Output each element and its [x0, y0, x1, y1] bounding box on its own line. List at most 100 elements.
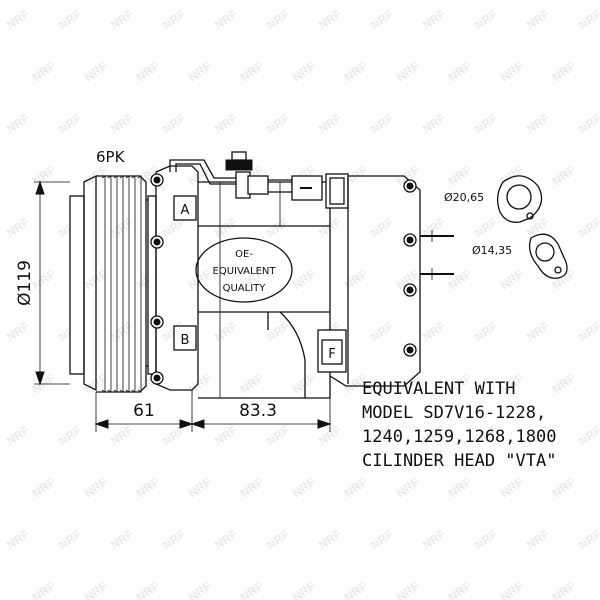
- watermark-text: NRF: [550, 371, 578, 397]
- watermark-text: NRF: [420, 7, 448, 33]
- oe-quality-stamp: OE- EQUIVALENT QUALITY: [195, 237, 293, 303]
- watermark-text: NRF: [550, 579, 578, 600]
- watermark-text: NRF: [394, 579, 422, 600]
- watermark-text: NRF: [264, 527, 292, 553]
- watermark-text: NRF: [498, 579, 526, 600]
- watermark-text: NRF: [446, 579, 474, 600]
- bolt-icon: [150, 371, 164, 385]
- pulley-diameter-label: Ø119: [15, 260, 35, 306]
- watermark-text: NRF: [186, 579, 214, 600]
- port-f-label: F: [328, 347, 335, 362]
- bolt-icon: [403, 179, 417, 193]
- watermark-text: NRF: [576, 215, 600, 241]
- watermark-text: NRF: [4, 7, 32, 33]
- bolt-icon: [150, 235, 164, 249]
- watermark-text: NRF: [290, 371, 318, 397]
- bolt-icon: [403, 283, 417, 297]
- watermark-text: NRF: [550, 475, 578, 501]
- compressor-rear-head: [325, 173, 454, 387]
- watermark-text: NRF: [576, 423, 600, 449]
- dim-pulley-label: 61: [133, 401, 155, 421]
- watermark-text: NRF: [524, 527, 552, 553]
- watermark-text: NRF: [550, 163, 578, 189]
- watermark-text: NRF: [4, 215, 32, 241]
- watermark-text: NRF: [446, 59, 474, 85]
- watermark-text: NRF: [30, 59, 58, 85]
- watermark-text: NRF: [368, 319, 396, 345]
- watermark-text: NRF: [212, 423, 240, 449]
- watermark-text: NRF: [576, 7, 600, 33]
- watermark-text: NRF: [368, 7, 396, 33]
- watermark-text: NRF: [160, 111, 188, 137]
- watermark-text: NRF: [264, 423, 292, 449]
- watermark-text: NRF: [498, 267, 526, 293]
- watermark-text: NRF: [212, 111, 240, 137]
- bolt-icon: [150, 173, 164, 187]
- watermark-text: NRF: [108, 215, 136, 241]
- watermark-text: NRF: [212, 527, 240, 553]
- port-a-label: A: [181, 203, 190, 218]
- port-small-dim: Ø14,35: [472, 244, 512, 257]
- watermark-text: NRF: [316, 111, 344, 137]
- watermark-text: NRF: [316, 7, 344, 33]
- watermark-text: NRF: [498, 59, 526, 85]
- stamp-line3: QUALITY: [223, 283, 267, 294]
- watermark-text: NRF: [524, 319, 552, 345]
- watermark-text: NRF: [212, 215, 240, 241]
- watermark-text: NRF: [82, 579, 110, 600]
- watermark-text: NRF: [238, 59, 266, 85]
- watermark-text: NRF: [368, 215, 396, 241]
- watermark-text: NRF: [160, 7, 188, 33]
- watermark-text: NRF: [472, 111, 500, 137]
- watermark-text: NRF: [4, 527, 32, 553]
- watermark-text: NRF: [134, 475, 162, 501]
- stamp-line1: OE-: [235, 249, 253, 260]
- note-line-1: EQUIVALENT WITH: [362, 379, 516, 399]
- watermark-text: NRF: [368, 527, 396, 553]
- bolt-icon: [403, 343, 417, 357]
- watermark-text: NRF: [82, 475, 110, 501]
- watermark-text: NRF: [394, 59, 422, 85]
- watermark-text: NRF: [342, 267, 370, 293]
- pulley: [69, 174, 157, 393]
- watermark-text: NRF: [576, 111, 600, 137]
- watermark-text: NRF: [290, 267, 318, 293]
- watermark-text: NRF: [30, 475, 58, 501]
- watermark-text: NRF: [108, 527, 136, 553]
- watermark-text: NRF: [82, 59, 110, 85]
- watermark-text: NRF: [420, 111, 448, 137]
- watermark-text: NRF: [576, 527, 600, 553]
- watermark-text: NRF: [56, 527, 84, 553]
- watermark-text: NRF: [238, 579, 266, 600]
- watermark-text: NRF: [4, 319, 32, 345]
- watermark-text: NRF: [108, 319, 136, 345]
- watermark-text: NRF: [472, 215, 500, 241]
- watermark-text: NRF: [342, 59, 370, 85]
- note-line-4: CILINDER HEAD "VTA": [362, 451, 556, 471]
- watermark-text: NRF: [56, 111, 84, 137]
- stamp-line2: EQUIVALENT: [213, 266, 277, 277]
- watermark-text: NRF: [290, 579, 318, 600]
- port-b-label: B: [181, 333, 190, 348]
- watermark-text: NRF: [524, 111, 552, 137]
- watermark-text: NRF: [446, 475, 474, 501]
- watermark-text: NRF: [56, 423, 84, 449]
- watermark-text: NRF: [264, 111, 292, 137]
- dim-body-label: 83.3: [239, 401, 277, 421]
- watermark-text: NRF: [212, 319, 240, 345]
- watermark-text: NRF: [290, 475, 318, 501]
- watermark-text: NRF: [186, 59, 214, 85]
- watermark-text: NRF: [186, 475, 214, 501]
- watermark-text: NRF: [576, 319, 600, 345]
- watermark-text: NRF: [4, 423, 32, 449]
- watermark-text: NRF: [446, 267, 474, 293]
- watermark-pattern: NRF NRF NRF NRF NRF NRF NRF NRF NRF NRF NRF NRF NRF N…: [4, 7, 600, 600]
- watermark-text: NRF: [134, 579, 162, 600]
- note-line-2: MODEL SD7V16-1228,: [362, 403, 546, 423]
- watermark-text: NRF: [394, 475, 422, 501]
- watermark-text: NRF: [550, 59, 578, 85]
- pulley-diameter-dimension: [34, 180, 70, 386]
- note-line-3: 1240,1259,1268,1800: [362, 427, 556, 447]
- watermark-text: NRF: [420, 319, 448, 345]
